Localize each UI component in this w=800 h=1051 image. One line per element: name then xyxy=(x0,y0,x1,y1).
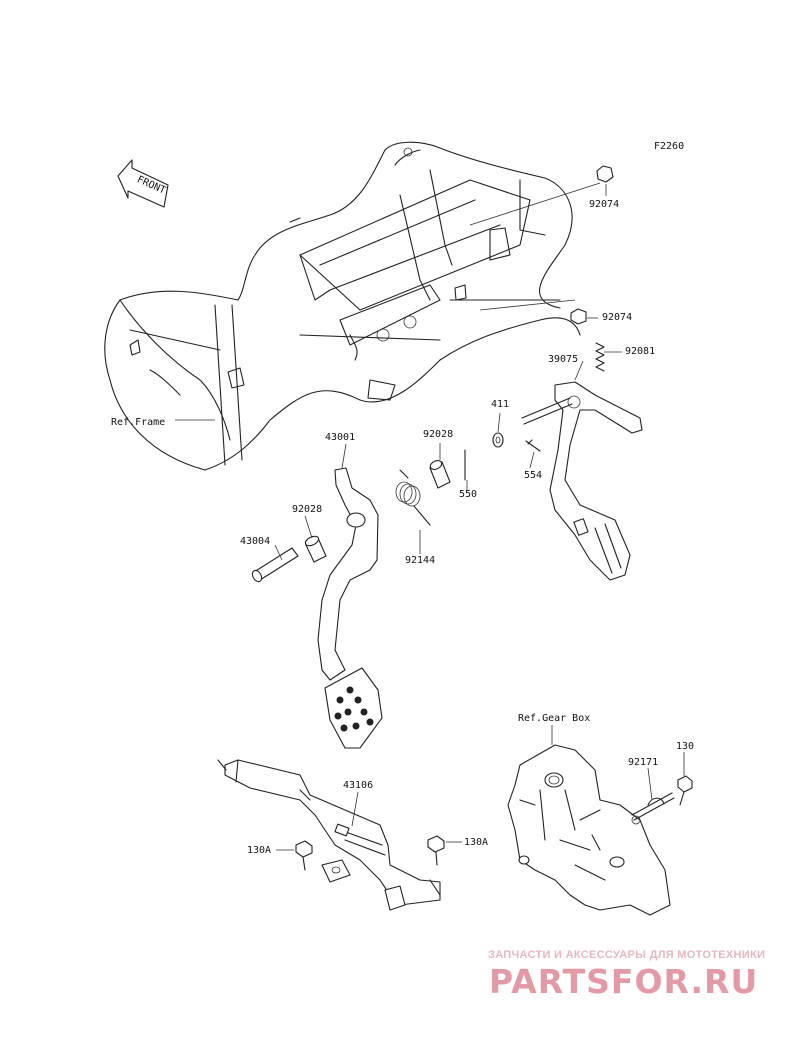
washer-411-icon xyxy=(492,432,504,448)
figure-code: F2260 xyxy=(654,141,685,152)
bolt-130a-right-icon xyxy=(427,835,445,866)
lever-43106-drawing xyxy=(217,759,441,911)
part-label-130[interactable]: 130 xyxy=(676,741,695,752)
collar-92028-left-icon xyxy=(304,535,327,563)
part-label-411[interactable]: 411 xyxy=(491,399,510,410)
bolt-130-icon xyxy=(677,775,693,806)
ref-frame-label: Ref.Frame xyxy=(111,417,166,428)
part-label-92171[interactable]: 92171 xyxy=(628,757,659,768)
part-label-92074-mid[interactable]: 92074 xyxy=(602,312,633,323)
pin-554-icon xyxy=(525,439,541,452)
spring-92144-icon xyxy=(395,469,431,526)
part-label-92074-top[interactable]: 92074 xyxy=(589,199,620,210)
part-label-92028-left[interactable]: 92028 xyxy=(292,504,323,515)
pedal-39075-drawing xyxy=(521,381,643,581)
cap-92074-top-icon xyxy=(596,165,614,183)
part-label-554[interactable]: 554 xyxy=(524,470,543,481)
part-label-130a-left[interactable]: 130A xyxy=(247,845,272,856)
part-label-39075[interactable]: 39075 xyxy=(548,354,579,365)
shaft-43004-icon xyxy=(251,547,299,583)
gear-box-drawing xyxy=(507,744,671,916)
watermark-subtitle: ЗАПЧАСТИ И АКСЕССУАРЫ ДЛЯ МОТОТЕХНИКИ xyxy=(488,949,766,961)
part-label-92144[interactable]: 92144 xyxy=(405,555,436,566)
spring-92081-icon xyxy=(595,342,605,372)
leader-lines xyxy=(274,184,685,851)
clip-92171-icon xyxy=(631,792,675,825)
pedal-43001-drawing xyxy=(317,467,383,749)
watermark-logo: PARTSFOR.RU xyxy=(489,962,759,1001)
ref-gear-box-label: Ref.Gear Box xyxy=(518,713,591,724)
part-label-130a-right[interactable]: 130A xyxy=(464,837,489,848)
front-arrow-icon: FRONT xyxy=(117,159,169,208)
part-label-43001[interactable]: 43001 xyxy=(325,432,356,443)
part-label-92028-right[interactable]: 92028 xyxy=(423,429,454,440)
part-label-43106[interactable]: 43106 xyxy=(343,780,374,791)
part-label-92081[interactable]: 92081 xyxy=(625,346,656,357)
part-label-550[interactable]: 550 xyxy=(459,489,478,500)
collar-92028-right-icon xyxy=(429,460,451,489)
part-label-43004[interactable]: 43004 xyxy=(240,536,271,547)
bolt-130a-left-icon xyxy=(295,840,313,871)
cap-92074-mid-icon xyxy=(570,308,587,325)
frame-drawing xyxy=(104,141,601,471)
